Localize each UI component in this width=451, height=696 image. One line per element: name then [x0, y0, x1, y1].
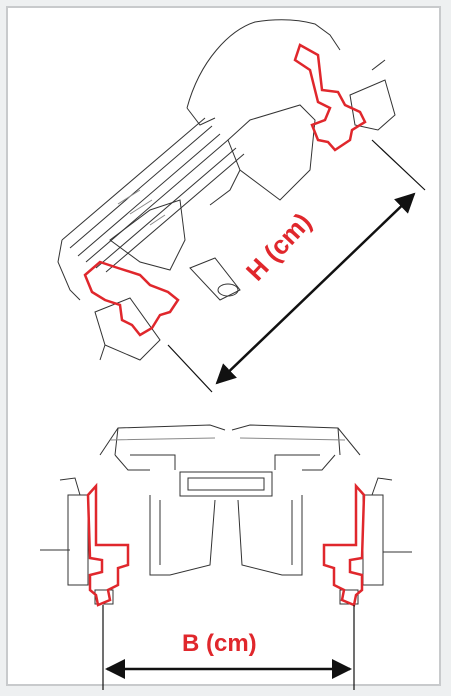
height-arrow [215, 192, 416, 385]
width-label: B (cm) [182, 630, 257, 657]
tilted-roof-window-section [57, 19, 396, 361]
width-dimension [102, 605, 355, 690]
profile-outline-right [322, 482, 366, 607]
profile-outline-top [293, 43, 367, 152]
height-dimension [167, 139, 426, 393]
horizontal-window-section [40, 424, 412, 605]
profile-outline-left [86, 482, 130, 607]
profile-outline-bottom [83, 260, 180, 337]
